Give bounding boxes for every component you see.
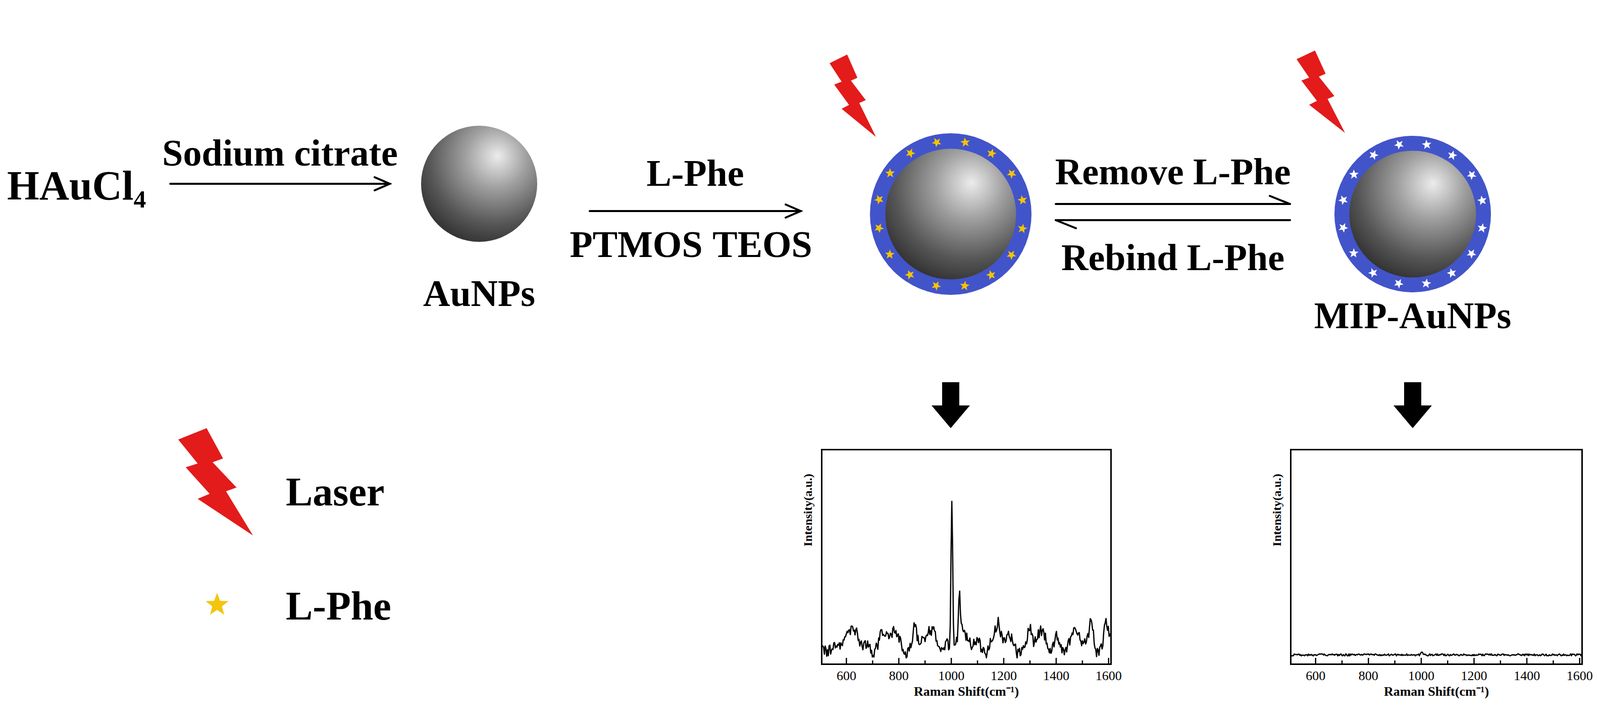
arrow-barb <box>1269 195 1290 204</box>
y-axis-title: Intensity(a.u.) <box>801 473 815 547</box>
legend-text: L-Phe <box>285 583 392 629</box>
arrow-head <box>374 177 390 191</box>
block-arrow <box>931 382 970 429</box>
spectra <box>821 501 1582 664</box>
raman-chart: Intensity(a.u.)Raman Shift(cm⁻¹) <box>1289 448 1583 665</box>
sphere-shape <box>869 133 1032 295</box>
axis-tick <box>1003 657 1005 664</box>
spectrum-line <box>821 501 1111 658</box>
reagent-label: TEOS <box>712 224 812 266</box>
edge-label: Sodium citrate <box>162 132 398 174</box>
raman-chart: Intensity(a.u.)Raman Shift(cm⁻¹) <box>820 448 1112 665</box>
axis-tick <box>1314 657 1317 664</box>
connector-line <box>1055 219 1290 222</box>
legend-text: Laser <box>285 469 385 514</box>
sphere-shape <box>421 125 538 242</box>
axis-tick <box>845 657 848 664</box>
reagent-label: PTMOS <box>569 224 703 266</box>
tick-label: 1400 <box>1513 668 1540 684</box>
x-axis-title: Raman Shift(cm⁻¹) <box>913 684 1019 700</box>
laser-bolt <box>1296 50 1346 133</box>
tick-label: 1200 <box>990 668 1017 684</box>
axis-tick <box>1500 660 1502 664</box>
connector-line <box>170 182 390 185</box>
axis-tick <box>898 657 900 664</box>
connector <box>1055 195 1290 204</box>
y-axis-title: Intensity(a.u.) <box>1270 473 1284 547</box>
spectrum-line <box>1291 652 1582 657</box>
axis-tick <box>1447 660 1449 664</box>
tick-label: 1600 <box>1566 668 1593 684</box>
tick-label: 1600 <box>1095 668 1122 684</box>
tick-label: 800 <box>889 668 909 684</box>
axis-tick <box>950 657 953 664</box>
axis-tick <box>1081 660 1084 664</box>
axis-tick <box>924 660 926 664</box>
particle-label: AuNPs <box>423 273 536 315</box>
laser-legend-icon <box>178 428 253 536</box>
tick-label: 1000 <box>1408 668 1435 684</box>
axis-tick <box>1029 660 1031 664</box>
axis-tick <box>1473 657 1475 664</box>
tick-label: 1000 <box>938 668 965 684</box>
imprinted-nanoparticle <box>869 133 1032 295</box>
chemical-formula: HAuCl₄ <box>4 160 149 212</box>
axis-tick <box>1108 657 1110 664</box>
edge-label: L-Phe <box>646 152 744 194</box>
x-axis-title: Raman Shift(cm⁻¹) <box>1383 684 1489 700</box>
edge-label: Remove L-Phe <box>1055 151 1291 193</box>
axis-tick <box>1420 657 1423 664</box>
connector <box>1393 382 1432 429</box>
axis-tick <box>1578 657 1581 664</box>
axis-tick <box>1367 657 1370 664</box>
tick-label: 800 <box>1358 668 1379 684</box>
tick-label: 600 <box>1305 668 1326 684</box>
connector <box>589 204 801 218</box>
axis-tick <box>1526 657 1528 664</box>
axis-tick <box>1341 660 1344 664</box>
arrow-head <box>785 204 801 218</box>
block-arrow <box>1393 382 1432 429</box>
axis-tick <box>1394 660 1396 664</box>
sphere-shape <box>1334 135 1491 293</box>
star-legend-icon <box>205 592 229 615</box>
laser-bolt <box>829 54 876 137</box>
connector <box>1055 220 1290 229</box>
tick-label: 1200 <box>1461 668 1488 684</box>
connector-line <box>589 210 801 213</box>
connector-line <box>1055 202 1290 205</box>
axis-tick <box>1055 657 1058 664</box>
axis-tick <box>976 660 979 664</box>
mip-nanoparticle: MIP-AuNPs <box>1334 135 1491 293</box>
axis-tick <box>871 660 874 664</box>
axis-tick <box>1552 660 1555 664</box>
connector <box>931 382 970 429</box>
formula-text: HAuCl₄ <box>7 163 146 209</box>
connector <box>170 177 390 191</box>
tick-label: 600 <box>836 668 857 684</box>
gold-nanoparticle: AuNPs <box>421 125 538 242</box>
tick-label: 1400 <box>1043 668 1070 684</box>
arrow-barb <box>1055 220 1076 229</box>
edge-label: Rebind L-Phe <box>1061 237 1285 279</box>
particle-label: MIP-AuNPs <box>1314 295 1512 337</box>
